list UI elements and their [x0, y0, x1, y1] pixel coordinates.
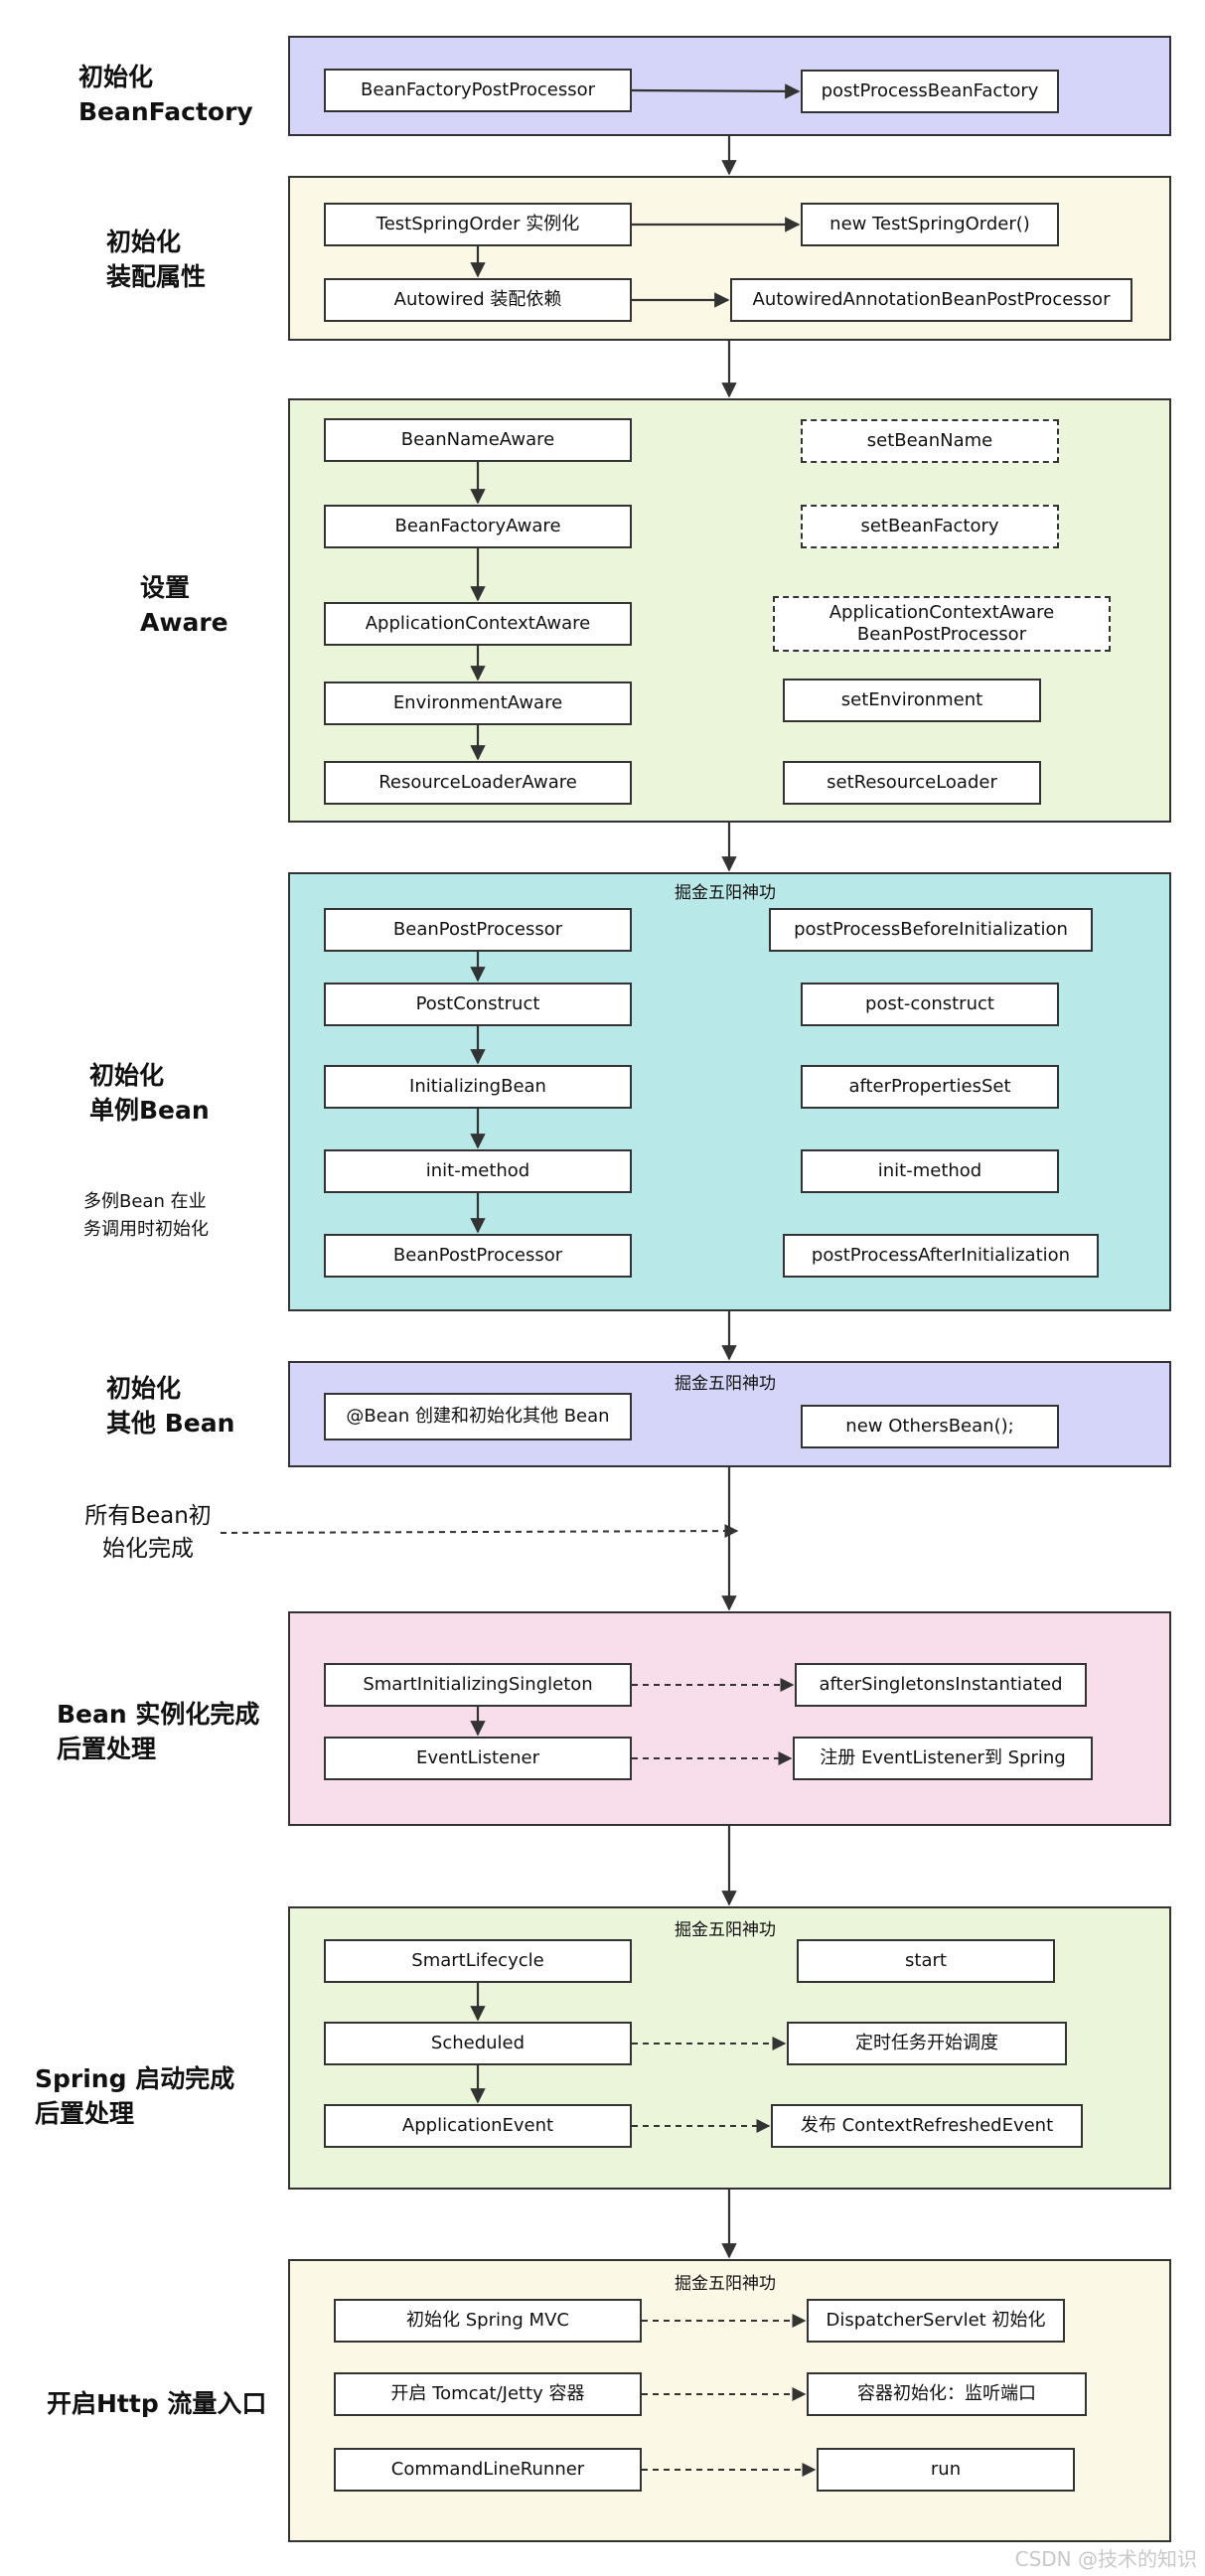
flow-node: TestSpringOrder 实例化 — [324, 203, 632, 246]
flow-node: start — [797, 1939, 1055, 1983]
flow-node: SmartLifecycle — [324, 1939, 632, 1983]
flow-node: Autowired 装配依赖 — [324, 278, 632, 322]
flow-node: EventListener — [324, 1737, 632, 1780]
stage-label: Bean 实例化完成 后置处理 — [57, 1700, 260, 1763]
flow-node: new TestSpringOrder() — [801, 203, 1059, 246]
stage-caption: 掘金五阳神功 — [675, 2274, 776, 2294]
flow-node: 发布 ContextRefreshedEvent — [771, 2104, 1083, 2148]
flow-node: run — [817, 2448, 1075, 2492]
flow-node: 注册 EventListener到 Spring — [793, 1737, 1093, 1780]
flow-node: BeanFactoryPostProcessor — [324, 69, 632, 112]
flow-node: BeanNameAware — [324, 418, 632, 462]
stage-note: 多例Bean 在业 务调用时初始化 — [83, 1191, 209, 1240]
flow-node: AutowiredAnnotationBeanPostProcessor — [730, 278, 1132, 322]
flow-node: ApplicationContextAware — [324, 602, 632, 646]
flow-node: postProcessAfterInitialization — [783, 1234, 1099, 1278]
flow-node: BeanPostProcessor — [324, 908, 632, 952]
flow-node: afterPropertiesSet — [801, 1065, 1059, 1109]
flow-node: setResourceLoader — [783, 761, 1041, 805]
flow-node: SmartInitializingSingleton — [324, 1663, 632, 1707]
flow-node: ResourceLoaderAware — [324, 761, 632, 805]
between-note: 所有Bean初 始化完成 — [84, 1503, 212, 1562]
flow-node: 初始化 Spring MVC — [334, 2299, 642, 2343]
stage-label: 初始化 其他 Bean — [106, 1374, 235, 1438]
flow-node: setBeanFactory — [801, 505, 1059, 548]
flow-node: new OthersBean(); — [801, 1405, 1059, 1448]
flow-node: BeanPostProcessor — [324, 1234, 632, 1278]
stage-label: 设置 Aware — [140, 573, 228, 637]
flow-node: 定时任务开始调度 — [787, 2022, 1067, 2065]
stage-label: 初始化 BeanFactory — [78, 63, 253, 126]
flow-node: @Bean 创建和初始化其他 Bean — [324, 1393, 632, 1440]
flow-node: 开启 Tomcat/Jetty 容器 — [334, 2372, 642, 2416]
stage-caption: 掘金五阳神功 — [675, 1374, 776, 1394]
flow-node: PostConstruct — [324, 983, 632, 1026]
flow-node: ApplicationContextAware BeanPostProcesso… — [773, 596, 1111, 652]
flow-node: postProcessBeforeInitialization — [769, 908, 1093, 952]
flow-node: init-method — [324, 1149, 632, 1193]
flow-node: init-method — [801, 1149, 1059, 1193]
stage-label: 初始化 装配属性 — [106, 227, 207, 291]
stage-label: 初始化 单例Bean — [89, 1061, 210, 1125]
stage-bean-post-instantiation — [288, 1611, 1171, 1826]
flow-node: afterSingletonsInstantiated — [795, 1663, 1087, 1707]
flow-node: DispatcherServlet 初始化 — [807, 2299, 1065, 2343]
flow-node: setBeanName — [801, 419, 1059, 463]
stage-label: 开启Http 流量入口 — [47, 2389, 267, 2418]
flow-arrow — [631, 83, 801, 99]
flow-node: EnvironmentAware — [324, 682, 632, 725]
flow-node: post-construct — [801, 983, 1059, 1026]
flow-node: setEnvironment — [783, 679, 1041, 722]
watermark: CSDN @技术的知识 — [1014, 2547, 1197, 2571]
flow-arrow — [220, 1524, 739, 1539]
flow-node: postProcessBeanFactory — [801, 70, 1059, 113]
flow-node: ApplicationEvent — [324, 2104, 632, 2148]
stage-caption: 掘金五阳神功 — [675, 883, 776, 903]
stage-caption: 掘金五阳神功 — [675, 1920, 776, 1940]
flow-node: InitializingBean — [324, 1065, 632, 1109]
flow-node: 容器初始化：监听端口 — [807, 2372, 1087, 2416]
flow-node: CommandLineRunner — [334, 2448, 642, 2492]
flow-node: BeanFactoryAware — [324, 505, 632, 548]
stage-label: Spring 启动完成 后置处理 — [35, 2064, 235, 2128]
flow-node: Scheduled — [324, 2022, 632, 2065]
